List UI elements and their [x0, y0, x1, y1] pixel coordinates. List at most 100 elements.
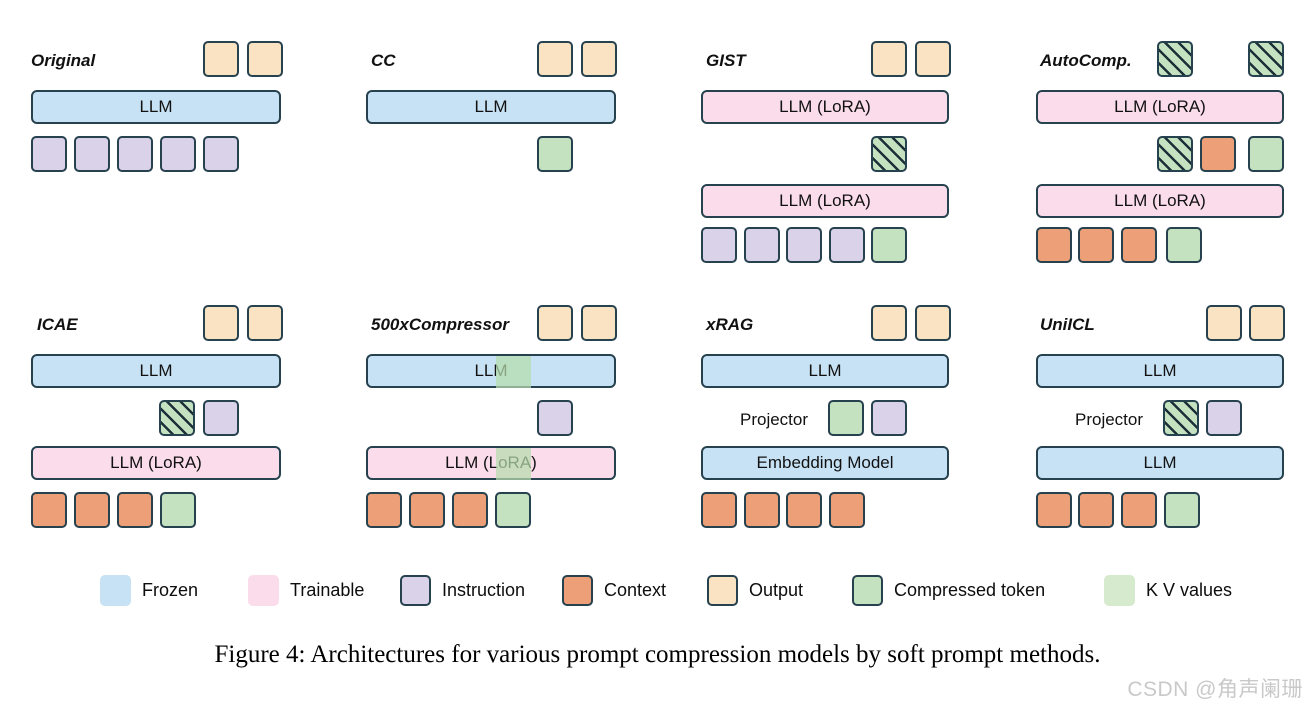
model-bar-llm-lora: LLM (LoRA)	[701, 90, 949, 124]
token-context	[786, 492, 822, 528]
token-context	[1121, 227, 1157, 263]
token-context	[829, 492, 865, 528]
token-compressed-hatched	[1157, 41, 1193, 77]
token-context	[701, 492, 737, 528]
token-context	[1078, 227, 1114, 263]
model-bar-llm-lora: LLM (LoRA)	[31, 446, 281, 480]
legend-item-context: Context	[562, 572, 712, 616]
legend-swatch-frozen-icon	[100, 575, 131, 606]
panel-title-uniicl: UniICL	[1040, 315, 1095, 334]
token-instruction	[203, 400, 239, 436]
token-compressed	[537, 136, 573, 172]
panel-title-cc: CC	[371, 51, 396, 70]
legend-item-frozen: Frozen	[100, 572, 240, 616]
token-context	[1121, 492, 1157, 528]
legend-swatch-kv-values-icon	[1104, 575, 1135, 606]
model-bar-llm: LLM	[31, 354, 281, 388]
token-instruction	[786, 227, 822, 263]
token-output	[247, 305, 283, 341]
token-context	[1036, 492, 1072, 528]
token-instruction	[203, 136, 239, 172]
token-compressed-hatched	[871, 136, 907, 172]
token-context	[1036, 227, 1072, 263]
legend-item-output: Output	[707, 572, 847, 616]
token-context	[452, 492, 488, 528]
watermark: CSDN @角声阑珊	[1127, 678, 1303, 701]
model-bar-llm: LLM	[366, 354, 616, 388]
token-output	[581, 305, 617, 341]
panel-title-500xcompressor: 500xCompressor	[371, 315, 509, 334]
token-instruction	[160, 136, 196, 172]
model-bar-llm-lora: LLM (LoRA)	[1036, 90, 1284, 124]
token-compressed	[160, 492, 196, 528]
token-context	[117, 492, 153, 528]
token-compressed-hatched	[1248, 41, 1284, 77]
model-bar-llm: LLM	[1036, 446, 1284, 480]
token-instruction	[701, 227, 737, 263]
model-bar-llm: LLM	[1036, 354, 1284, 388]
panel-title-autocomp: AutoComp.	[1040, 51, 1132, 70]
legend-label: Compressed token	[894, 580, 1046, 600]
panel-title-original: Original	[31, 51, 96, 70]
token-instruction	[117, 136, 153, 172]
token-output	[203, 41, 239, 77]
token-instruction	[829, 227, 865, 263]
token-output	[537, 41, 573, 77]
token-compressed-hatched	[1157, 136, 1193, 172]
token-context	[74, 492, 110, 528]
token-compressed-hatched	[1163, 400, 1199, 436]
legend-swatch-instruction-icon	[400, 575, 431, 606]
legend-item-kv-values: K V values	[1104, 572, 1284, 616]
token-context	[366, 492, 402, 528]
legend-swatch-context-icon	[562, 575, 593, 606]
model-bar-llm-lora: LLM (LoRA)	[366, 446, 616, 480]
token-output	[247, 41, 283, 77]
token-output	[915, 41, 951, 77]
panel-title-icae: ICAE	[37, 315, 78, 334]
token-compressed	[1166, 227, 1202, 263]
model-bar-llm: LLM	[701, 354, 949, 388]
token-instruction	[74, 136, 110, 172]
token-context	[31, 492, 67, 528]
legend: Frozen Trainable Instruction Context Out…	[0, 572, 1315, 616]
token-instruction	[31, 136, 67, 172]
legend-label: Trainable	[290, 580, 365, 600]
token-output	[871, 41, 907, 77]
legend-label: K V values	[1146, 580, 1233, 600]
legend-swatch-trainable-icon	[248, 575, 279, 606]
legend-item-compressed-token: Compressed token	[852, 572, 1082, 616]
token-output	[1249, 305, 1285, 341]
projector-label: Projector	[1075, 410, 1144, 429]
token-context	[744, 492, 780, 528]
token-instruction	[744, 227, 780, 263]
token-context	[1078, 492, 1114, 528]
model-bar-llm-lora: LLM (LoRA)	[1036, 184, 1284, 218]
panel-title-gist: GIST	[706, 51, 746, 70]
token-instruction	[1206, 400, 1242, 436]
token-compressed	[871, 227, 907, 263]
legend-swatch-compressed-token-icon	[852, 575, 883, 606]
panel-title-xrag: xRAG	[706, 315, 754, 334]
token-output	[203, 305, 239, 341]
model-bar-embedding-model: Embedding Model	[701, 446, 949, 480]
token-output	[537, 305, 573, 341]
model-bar-llm-lora: LLM (LoRA)	[701, 184, 949, 218]
legend-label: Frozen	[142, 580, 199, 600]
legend-label: Context	[604, 580, 667, 600]
token-compressed	[1164, 492, 1200, 528]
token-context	[1200, 136, 1236, 172]
model-bar-llm: LLM	[366, 90, 616, 124]
token-compressed-hatched	[159, 400, 195, 436]
legend-item-trainable: Trainable	[248, 572, 408, 616]
token-instruction	[871, 400, 907, 436]
token-instruction	[537, 400, 573, 436]
token-context	[409, 492, 445, 528]
token-output	[1206, 305, 1242, 341]
token-compressed	[495, 492, 531, 528]
token-compressed	[1248, 136, 1284, 172]
legend-label: Output	[749, 580, 804, 600]
projector-label: Projector	[740, 410, 809, 429]
legend-swatch-output-icon	[707, 575, 738, 606]
model-bar-llm: LLM	[31, 90, 281, 124]
